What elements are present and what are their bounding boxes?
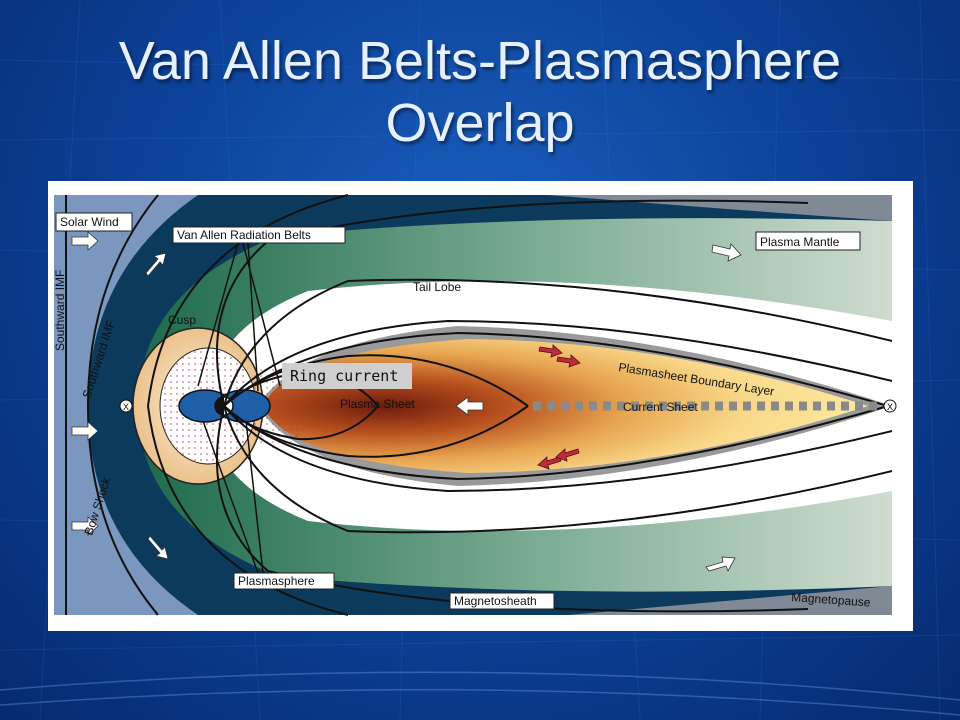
slide-title-line-2: Overlap [385, 93, 575, 153]
x-point-right [883, 399, 897, 413]
label-southward-imf-vertical: Southward IMF [53, 270, 67, 351]
label-van-allen-belts-text: Van Allen Radiation Belts [177, 228, 311, 242]
label-van-allen-belts: Van Allen Radiation Belts [172, 226, 346, 244]
label-plasmasphere: Plasmasphere [233, 572, 335, 590]
label-plasma-mantle-text: Plasma Mantle [760, 235, 840, 249]
label-magnetopause: Magnetopause [791, 590, 872, 610]
lower-tail-band [568, 586, 892, 615]
magnetosphere-diagram: X X Solar Wind Van Allen Rad [48, 181, 913, 631]
label-plasmasphere-text: Plasmasphere [238, 574, 315, 588]
ring-current-label: Ring current [282, 363, 412, 389]
label-magnetosheath: Magnetosheath [449, 592, 555, 610]
x-point-left-label: X [123, 402, 129, 412]
x-point-right-label: X [887, 402, 893, 412]
pointer-lines [197, 242, 281, 574]
label-tail-lobe: Tail Lobe [413, 280, 461, 294]
slide-title: Van Allen Belts-Plasmasphere Overlap [0, 30, 960, 154]
flow-arrows [71, 231, 742, 572]
earth-night-side [215, 397, 224, 415]
magnetosphere-svg: X X Solar Wind Van Allen Rad [48, 181, 913, 631]
slide-title-line-1: Van Allen Belts-Plasmasphere [118, 31, 842, 91]
x-point-left [119, 399, 133, 413]
label-plasma-mantle: Plasma Mantle [755, 231, 861, 251]
red-boundary-arrows [537, 344, 581, 470]
label-solar-wind-text: Solar Wind [60, 215, 119, 229]
label-current-sheet: Current Sheet [623, 400, 698, 414]
label-solar-wind: Solar Wind [55, 212, 133, 232]
label-cusp: Cusp [168, 313, 196, 327]
label-magnetosheath-text: Magnetosheath [454, 594, 537, 608]
label-plasma-sheet: Plasma Sheet [340, 397, 415, 411]
